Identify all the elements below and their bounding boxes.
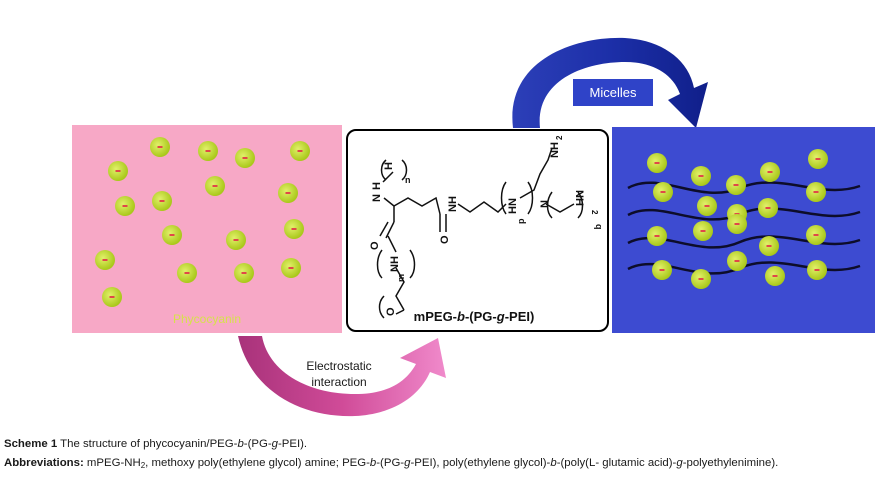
particle-charge-mark (765, 207, 771, 209)
particle-charge-mark (698, 278, 704, 280)
atom-m-sub: m (396, 274, 406, 282)
particle-charge-mark (813, 234, 819, 236)
particle-charge-mark (814, 269, 820, 271)
particle-charge-mark (733, 184, 739, 186)
atom-o-bottom: O (385, 307, 397, 316)
atom-h-backbone: H (371, 182, 383, 190)
electrostatic-label-line1: Electrostatic (306, 359, 371, 373)
particle-charge-mark (205, 150, 211, 152)
atom-h-top: H (383, 162, 395, 170)
particle-charge-mark (698, 175, 704, 177)
particle-charge-mark (184, 272, 190, 274)
particle-charge-mark (169, 234, 175, 236)
atom-n-mid: N (539, 200, 551, 208)
electrostatic-label-line2: interaction (311, 375, 366, 389)
particle-charge-mark (734, 260, 740, 262)
particle-charge-mark (767, 171, 773, 173)
particle-charge-mark (297, 150, 303, 152)
phycocyanin-particles (95, 137, 310, 307)
particle-charge-mark (242, 157, 248, 159)
particle-charge-mark (772, 275, 778, 277)
particle-charge-mark (704, 205, 710, 207)
micelle-particles (647, 149, 828, 289)
atom-nh2-right-sub: 2 (590, 210, 599, 215)
scheme-figure: Micelles Electrostatic interaction Phyco… (72, 37, 875, 417)
micelles-arrow (512, 37, 708, 128)
polymer-atom-labels: H n N H O O NH HN p NH 2 N NH 2 q NH m O (369, 135, 604, 316)
atom-q-sub: q (594, 224, 604, 230)
atom-o-right: O (439, 235, 451, 244)
polymer-chemical-structure (376, 147, 584, 319)
atom-n-sub: n (405, 175, 411, 185)
particle-charge-mark (288, 267, 294, 269)
particle-charge-mark (115, 170, 121, 172)
particle-charge-mark (285, 192, 291, 194)
particle-charge-mark (815, 158, 821, 160)
atom-nh2-top-sub: 2 (555, 135, 564, 140)
particle-charge-mark (766, 245, 772, 247)
scheme-caption: Scheme 1 The structure of phycocyanin/PE… (4, 438, 308, 450)
atom-p-sub: p (516, 218, 526, 224)
polymer-structure-box (346, 129, 609, 332)
particle-charge-mark (291, 228, 297, 230)
atom-o-left: O (369, 241, 381, 250)
particle-charge-mark (654, 235, 660, 237)
particle-charge-mark (734, 223, 740, 225)
particle-charge-mark (660, 191, 666, 193)
particle-charge-mark (813, 191, 819, 193)
particle-charge-mark (212, 185, 218, 187)
particle-charge-mark (654, 162, 660, 164)
particle-charge-mark (159, 200, 165, 202)
particle-charge-mark (109, 296, 115, 298)
particle-charge-mark (700, 230, 706, 232)
particle-charge-mark (241, 272, 247, 274)
particle-charge-mark (233, 239, 239, 241)
atom-nh2-top: NH (549, 142, 561, 158)
particle-charge-mark (122, 205, 128, 207)
atom-nh2-right: NH (573, 190, 585, 206)
abbreviations-caption: Abbreviations: mPEG-NH2, methoxy poly(et… (4, 457, 779, 470)
particle-charge-mark (102, 259, 108, 261)
atom-hn-branch: HN (507, 198, 519, 214)
phycocyanin-label: Phycocyanin (173, 312, 241, 326)
micelles-label: Micelles (590, 85, 637, 100)
electrostatic-arrow (238, 336, 446, 417)
atom-nh-lower: NH (389, 256, 401, 272)
atom-n-backbone: N (371, 194, 383, 202)
particle-charge-mark (659, 269, 665, 271)
polymer-label: mPEG-b-(PG-g-PEI) (414, 309, 535, 324)
micelles-label-box (573, 79, 653, 106)
atom-nh-amide: NH (447, 196, 459, 212)
particle-charge-mark (157, 146, 163, 148)
